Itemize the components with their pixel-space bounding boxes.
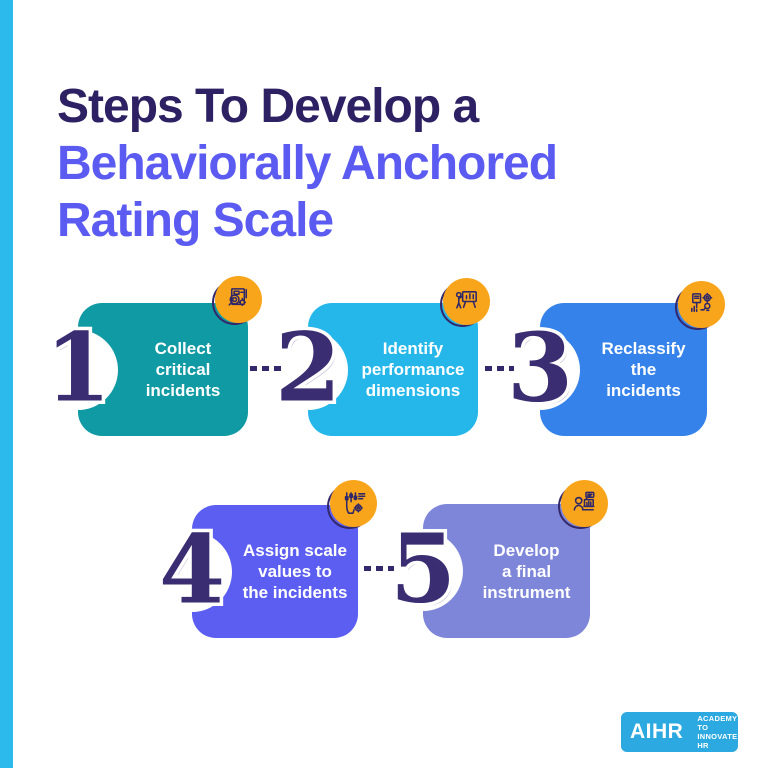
title-line-3: Rating Scale: [57, 194, 334, 248]
step-card-3: 3 3 Reclassify the incidents: [500, 303, 707, 436]
step-label-4: Assign scale values to the incidents: [242, 541, 348, 602]
step-5-badge: [558, 480, 608, 530]
classify-gear-magnifier-icon: [691, 292, 713, 313]
step-label-2: Identify performance dimensions: [361, 339, 465, 400]
step-number-2: 2 2: [271, 312, 344, 424]
left-accent-bar: [0, 0, 13, 768]
step-label-1: Collect critical incidents: [145, 339, 221, 400]
step-card-1: 1 1 Collect critical incidents: [38, 303, 248, 436]
presenter-board-icon: [455, 291, 477, 309]
step-3-badge: [675, 281, 725, 331]
step-card-5: 5 5 Develop a final instrument: [383, 504, 590, 638]
aihr-logo: AIHR ACADEMY TO INNOVATE HR: [621, 712, 738, 752]
step-card-2: 2 2 Identify performance dimensions: [268, 303, 478, 436]
aihr-logo-tagline: ACADEMY TO INNOVATE HR: [697, 714, 738, 750]
aihr-logo-brand: AIHR: [630, 720, 684, 743]
title-line-2: Behaviorally Anchored: [57, 137, 558, 191]
step-label-3: Reclassify the incidents: [601, 339, 686, 400]
person-report-icon: [573, 491, 595, 511]
step-4-badge: [327, 480, 377, 530]
dashed-connector-4-5: [364, 566, 394, 571]
sliders-hand-gear-icon: [344, 492, 366, 514]
step-number-3: 3 3: [503, 312, 576, 424]
step-number-1: 1 1: [41, 312, 114, 424]
step-number-4: 4 4: [155, 514, 228, 626]
title-line-1: Steps To Develop a: [57, 80, 479, 134]
dashed-connector-1-2: [250, 366, 281, 371]
step-2-badge: [440, 278, 490, 328]
dashed-connector-2-3: [485, 366, 514, 371]
step-1-badge: [212, 276, 262, 326]
step-label-5: Develop a final instrument: [482, 540, 571, 602]
page-title: Steps To Develop a Behaviorally Anchored…: [57, 78, 558, 249]
document-magnifier-icon: [228, 288, 248, 307]
step-number-5: 5 5: [386, 513, 459, 625]
step-card-4: 4 4 Assign scale values to the incidents: [152, 505, 358, 638]
